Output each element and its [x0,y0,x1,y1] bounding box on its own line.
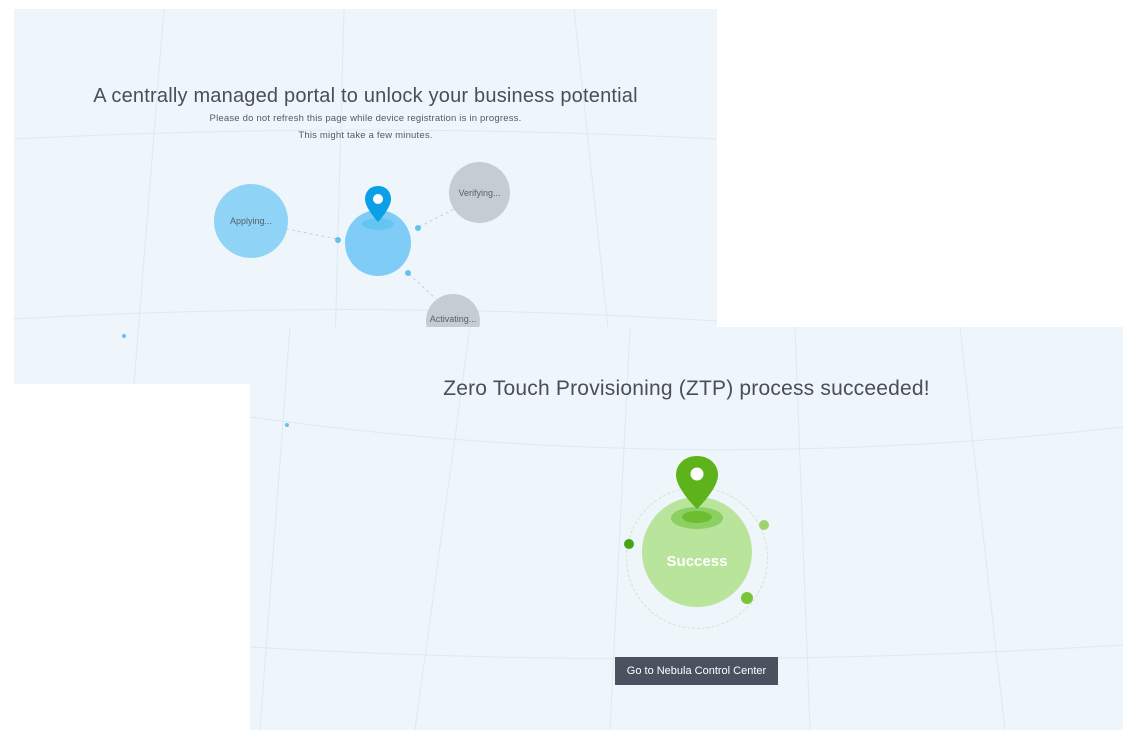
duration-notice: This might take a few minutes. [298,130,433,141]
success-label: Success [666,552,728,570]
progress-notice: Please do not refresh this page while de… [209,113,522,124]
orbit-dot [759,520,769,530]
background-grid [14,9,717,384]
page-title: A centrally managed portal to unlock you… [93,85,638,107]
step-activating-label: Activating... [429,314,477,324]
orbit-dot [741,592,753,604]
registration-panel: A centrally managed portal to unlock you… [14,9,717,384]
success-title: Zero Touch Provisioning (ZTP) process su… [443,377,930,400]
step-applying-label: Applying... [229,216,273,226]
connector-lines [285,208,455,300]
orbit-dot [624,539,634,549]
go-to-nebula-button[interactable]: Go to Nebula Control Center [615,657,778,685]
success-panel: Zero Touch Provisioning (ZTP) process su… [250,327,1123,730]
map-pin-icon [362,186,394,230]
step-verifying-label: Verifying... [458,187,501,198]
step-verifying: Verifying... [449,162,510,223]
step-applying: Applying... [214,184,288,258]
map-pin-icon [671,456,723,529]
